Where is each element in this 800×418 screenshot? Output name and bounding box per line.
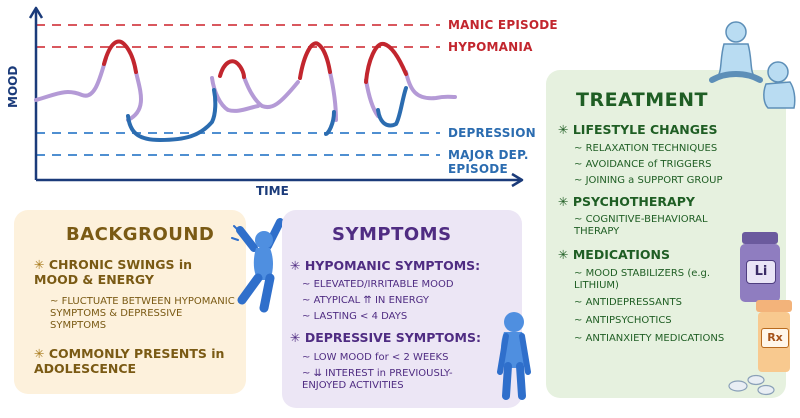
- bullet-icon: ✳: [290, 330, 301, 345]
- background-bullet-2-text: COMMONLY PRESENTS in ADOLESCENCE: [34, 346, 225, 376]
- depressive-item-1: ~ LOW MOOD for < 2 WEEKS: [302, 352, 448, 364]
- hypomania-label: HYPOMANIA: [448, 40, 533, 54]
- sub-bullet-icon: ~: [50, 296, 59, 307]
- sub-bullet-icon: ~: [574, 333, 583, 344]
- mood-curve-hypomanic-peaks: [102, 39, 408, 84]
- background-bullet-1-text: CHRONIC SWINGS in MOOD & ENERGY: [34, 257, 193, 287]
- lifestyle-item-2-text: AVOIDANCE of TRIGGERS: [585, 159, 712, 170]
- sub-bullet-icon: ~: [574, 159, 583, 170]
- depressive-item-2: ~ ⇊ INTEREST in PREVIOUSLY-ENJOYED ACTIV…: [302, 368, 482, 392]
- background-sub-bullet-1-text: FLUCTUATE BETWEEN HYPOMANIC SYMPTOMS & D…: [50, 296, 235, 331]
- background-sub-bullet-1: ~ FLUCTUATE BETWEEN HYPOMANIC SYMPTOMS &…: [50, 296, 240, 332]
- medications-item-2: ~ ANTIDEPRESSANTS: [574, 297, 682, 309]
- psychotherapy-heading: ✳ PSYCHOTHERAPY: [558, 194, 695, 209]
- depression-label: DEPRESSION: [448, 126, 536, 140]
- lifestyle-heading: ✳ LIFESTYLE CHANGES: [558, 122, 718, 137]
- medications-heading: ✳ MEDICATIONS: [558, 247, 670, 262]
- sub-bullet-icon: ~: [302, 352, 311, 363]
- hypomanic-item-2: ~ ATYPICAL ⇈ IN ENERGY: [302, 295, 429, 307]
- medications-item-2-text: ANTIDEPRESSANTS: [585, 297, 682, 308]
- depressive-heading-text: DEPRESSIVE SYMPTOMS:: [304, 330, 481, 345]
- sub-bullet-icon: ~: [574, 315, 583, 326]
- background-bullet-2: ✳ COMMONLY PRESENTS in ADOLESCENCE: [34, 346, 234, 376]
- hypomanic-heading-text: HYPOMANIC SYMPTOMS:: [304, 258, 481, 273]
- pills-illustration: [728, 374, 775, 396]
- rx-label: Rx: [761, 328, 789, 348]
- lifestyle-item-3: ~ JOINING a SUPPORT GROUP: [574, 175, 723, 187]
- sub-bullet-icon: ~: [574, 268, 583, 279]
- sub-bullet-icon: ~: [302, 279, 311, 290]
- hypomanic-heading: ✳ HYPOMANIC SYMPTOMS:: [290, 258, 480, 273]
- lifestyle-heading-text: LIFESTYLE CHANGES: [572, 122, 718, 137]
- sad-person-illustration: [497, 312, 531, 400]
- depressive-item-2-text: ⇊ INTEREST in PREVIOUSLY-ENJOYED ACTIVIT…: [302, 368, 453, 391]
- x-axis-label: TIME: [256, 184, 289, 198]
- lifestyle-item-1-text: RELAXATION TECHNIQUES: [585, 143, 718, 154]
- mood-chart: [28, 6, 524, 188]
- medications-heading-text: MEDICATIONS: [572, 247, 670, 262]
- hypomanic-item-2-text: ATYPICAL ⇈ IN ENERGY: [313, 295, 430, 306]
- bullet-icon: ✳: [34, 257, 45, 272]
- medications-item-3-text: ANTIPSYCHOTICS: [585, 315, 672, 326]
- sub-bullet-icon: ~: [574, 175, 583, 186]
- sub-bullet-icon: ~: [302, 368, 311, 379]
- psychotherapy-item-1-text: COGNITIVE-BEHAVIORAL THERAPY: [574, 214, 708, 237]
- hypomanic-item-3: ~ LASTING < 4 DAYS: [302, 311, 407, 323]
- psychotherapy-item-1: ~ COGNITIVE-BEHAVIORAL THERAPY: [574, 214, 754, 238]
- sub-bullet-icon: ~: [302, 295, 311, 306]
- sub-bullet-icon: ~: [574, 214, 583, 225]
- medications-item-4-text: ANTIANXIETY MEDICATIONS: [585, 333, 725, 344]
- hypomanic-item-1-text: ELEVATED/IRRITABLE MOOD: [313, 279, 454, 290]
- symptoms-panel: [282, 210, 522, 408]
- bullet-icon: ✳: [558, 247, 569, 262]
- bullet-icon: ✳: [34, 346, 45, 361]
- x-axis-arrow: [511, 172, 524, 188]
- hypomanic-item-3-text: LASTING < 4 DAYS: [313, 311, 408, 322]
- medications-item-4: ~ ANTIANXIETY MEDICATIONS: [574, 333, 724, 345]
- manic-episode-label: MANIC EPISODE: [448, 18, 558, 32]
- medications-item-1: ~ MOOD STABILIZERS (e.g. LITHIUM): [574, 268, 736, 292]
- medications-item-1-text: MOOD STABILIZERS (e.g. LITHIUM): [574, 268, 711, 291]
- major-dep-label: MAJOR DEP. EPISODE: [448, 148, 529, 176]
- rx-bottle-cap: [756, 300, 792, 312]
- mood-curve-depressive-troughs: [126, 86, 408, 143]
- depressive-item-1-text: LOW MOOD for < 2 WEEKS: [313, 352, 449, 363]
- lifestyle-item-1: ~ RELAXATION TECHNIQUES: [574, 143, 717, 155]
- lithium-label: Li: [746, 260, 776, 284]
- background-title: BACKGROUND: [66, 224, 215, 245]
- sub-bullet-icon: ~: [302, 311, 311, 322]
- sub-bullet-icon: ~: [574, 297, 583, 308]
- psychotherapy-heading-text: PSYCHOTHERAPY: [572, 194, 695, 209]
- rx-bottle-illustration: Rx: [756, 300, 792, 372]
- bullet-icon: ✳: [558, 194, 569, 209]
- lithium-bottle-illustration: Li: [740, 232, 780, 302]
- hypomanic-item-1: ~ ELEVATED/IRRITABLE MOOD: [302, 279, 454, 291]
- lithium-bottle-cap: [742, 232, 778, 244]
- mood-curve-baseline: [34, 56, 457, 122]
- jumping-person-illustration: [231, 218, 293, 313]
- bullet-icon: ✳: [290, 258, 301, 273]
- meditation-illustration: [709, 21, 796, 109]
- y-axis-label: MOOD: [6, 65, 20, 108]
- y-axis-arrow: [28, 6, 44, 19]
- depressive-heading: ✳ DEPRESSIVE SYMPTOMS:: [290, 330, 481, 345]
- bullet-icon: ✳: [558, 122, 569, 137]
- medications-item-3: ~ ANTIPSYCHOTICS: [574, 315, 672, 327]
- sub-bullet-icon: ~: [574, 143, 583, 154]
- treatment-title: TREATMENT: [576, 89, 709, 111]
- background-bullet-1: ✳ CHRONIC SWINGS in MOOD & ENERGY: [34, 257, 214, 287]
- background-panel: [14, 210, 246, 394]
- lifestyle-item-3-text: JOINING a SUPPORT GROUP: [585, 175, 723, 186]
- lifestyle-item-2: ~ AVOIDANCE of TRIGGERS: [574, 159, 712, 171]
- symptoms-title: SYMPTOMS: [332, 224, 452, 245]
